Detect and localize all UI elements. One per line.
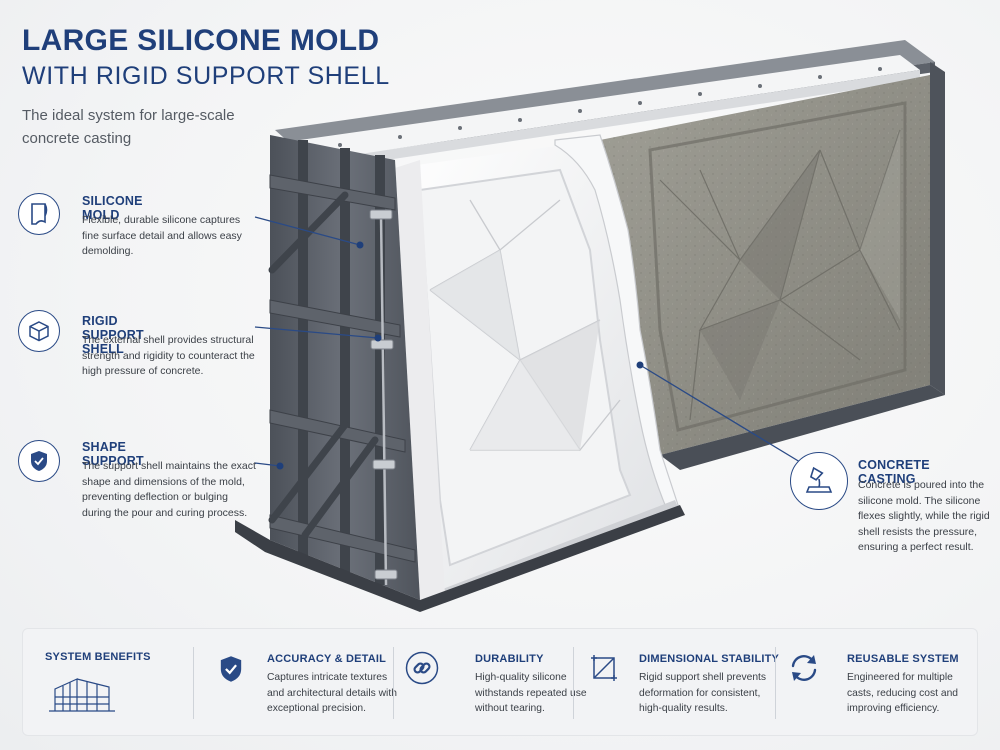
- benefit-durability: DURABILITY High-quality silicone withsta…: [395, 629, 587, 737]
- leader-dot-concrete: [636, 361, 644, 369]
- feature-text: Concrete is poured into the silicone mol…: [858, 479, 990, 553]
- benefit-title: REUSABLE SYSTEM: [847, 653, 959, 665]
- feature-text: The external shell provides structural s…: [82, 334, 255, 377]
- silicone-torn-edge: [554, 134, 679, 513]
- benefit-reusable-system: REUSABLE SYSTEM Engineered for multiple …: [777, 629, 977, 737]
- feature-title: SHAPE SUPPORT: [82, 440, 144, 468]
- benefits-heading-block: SYSTEM BENEFITS: [23, 629, 183, 737]
- benefit-text: High-quality silicone withstands repeate…: [475, 672, 587, 714]
- benefit-accuracy: ACCURACY & DETAIL Captures intricate tex…: [195, 629, 397, 737]
- benefits-heading: SYSTEM BENEFITS: [45, 651, 151, 663]
- benefit-dimensional-stability: DIMENSIONAL STABILITY Rigid support shel…: [575, 629, 779, 737]
- leader-dot-shape: [276, 462, 284, 470]
- feature-title: CONCRETE CASTING: [858, 458, 930, 486]
- benefit-title: DURABILITY: [475, 653, 544, 665]
- feature-title: SILICONE MOLD: [82, 194, 143, 222]
- benefit-title: DIMENSIONAL STABILITY: [639, 653, 780, 665]
- cube-icon: [18, 310, 60, 352]
- page-title: LARGE SILICONE MOLD: [22, 24, 380, 57]
- benefit-title: ACCURACY & DETAIL: [267, 653, 387, 665]
- feature-title: RIGID SUPPORT SHELL: [82, 314, 144, 356]
- shield-check-icon: [18, 440, 60, 482]
- leader-lines: [254, 216, 801, 467]
- leader-dot-silicone: [356, 241, 364, 249]
- shield-check-icon: [220, 656, 242, 682]
- building-frame-icon: [49, 678, 115, 712]
- feature-text: Flexible, durable silicone captures fine…: [82, 214, 242, 257]
- mold-panel-icon: [18, 193, 60, 235]
- benefit-text: Captures intricate textures and architec…: [267, 672, 397, 714]
- frame-corners-icon: [591, 655, 617, 681]
- benefit-text: Rigid support shell prevents deformation…: [639, 672, 767, 714]
- mold-illustration: [235, 40, 945, 612]
- benefit-text: Engineered for multiple casts, reducing …: [847, 672, 959, 714]
- page-title-line2: WITH RIGID SUPPORT SHELL: [22, 62, 390, 90]
- chain-link-icon: [405, 651, 439, 685]
- silicone-top-lip: [300, 55, 920, 160]
- leader-dot-shell: [374, 334, 382, 342]
- system-benefits-bar: SYSTEM BENEFITS ACCURACY & DETAIL Captur…: [22, 628, 978, 736]
- pouring-bucket-icon: [790, 452, 848, 510]
- feature-text: The support shell maintains the exact sh…: [82, 460, 256, 519]
- page-subtitle: The ideal system for large-scale concret…: [22, 107, 235, 147]
- recycle-arrows-icon: [791, 655, 817, 681]
